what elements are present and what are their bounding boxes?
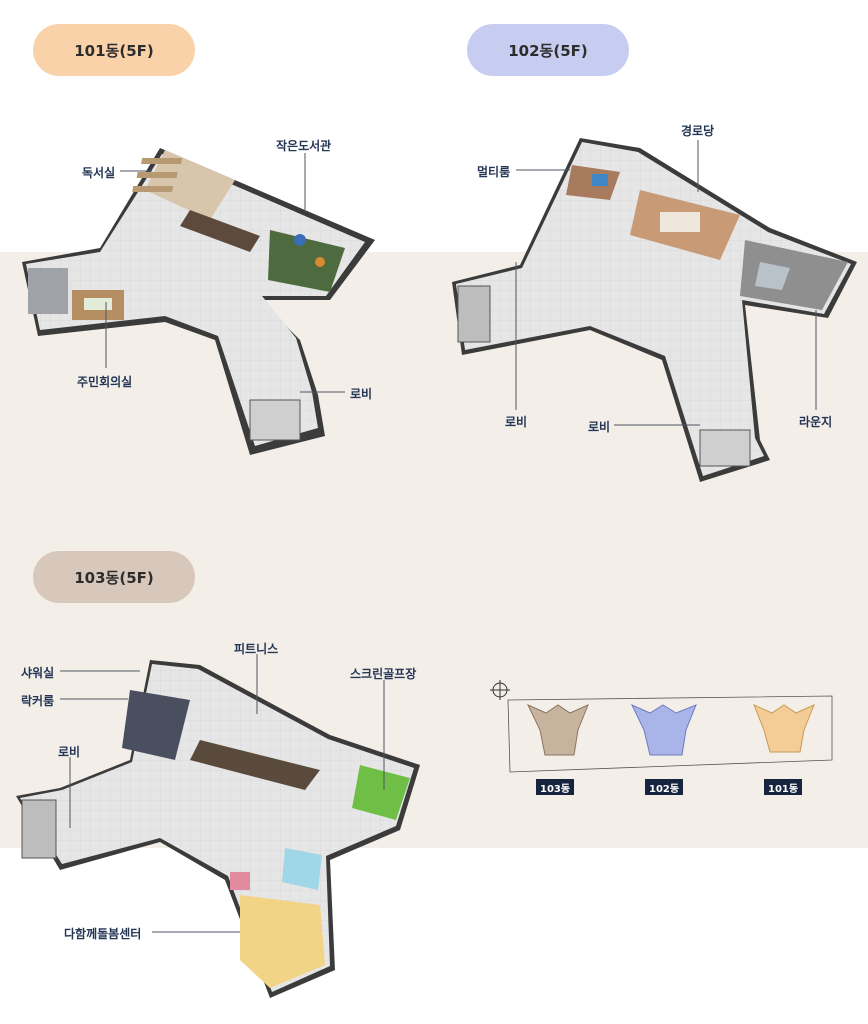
key-map-102-shape (630, 703, 697, 756)
building-103-plan (16, 660, 420, 998)
label-102-multi-room: 멀티룸 (477, 165, 511, 179)
label-102-lobby-center: 로비 (588, 420, 611, 434)
leader-lines (60, 140, 817, 933)
key-map-101-shape (753, 704, 815, 753)
key-map-103-shape (526, 703, 589, 756)
compass-icon (490, 680, 510, 700)
label-101-reading-room: 독서실 (82, 166, 116, 180)
key-map (490, 680, 833, 773)
label-103-screen-golf: 스크린골프장 (350, 667, 417, 681)
label-102-senior-center: 경로당 (681, 124, 715, 138)
label-103-fitness: 피트니스 (234, 642, 279, 656)
building-102-title: 102동(5F) (467, 24, 629, 76)
label-102-lounge: 라운지 (799, 415, 833, 429)
label-103-shower-room: 샤워실 (21, 666, 55, 680)
label-103-locker-room: 락커룸 (21, 694, 55, 708)
label-103-care-center: 다함께돌봄센터 (64, 927, 142, 941)
label-101-small-library: 작은도서관 (276, 139, 332, 153)
key-map-102-tag: 102동 (645, 779, 684, 795)
label-101-lobby: 로비 (350, 387, 373, 401)
label-103-lobby: 로비 (58, 745, 81, 759)
label-102-lobby-left: 로비 (505, 415, 528, 429)
building-101-title: 101동(5F) (33, 24, 195, 76)
building-102-plan (452, 138, 857, 482)
key-map-103-tag: 103동 (536, 779, 575, 795)
building-103-title: 103동(5F) (33, 551, 195, 603)
label-101-meeting-room: 주민회의실 (77, 375, 133, 389)
key-map-101-tag: 101동 (764, 779, 803, 795)
building-101-plan (22, 148, 375, 455)
